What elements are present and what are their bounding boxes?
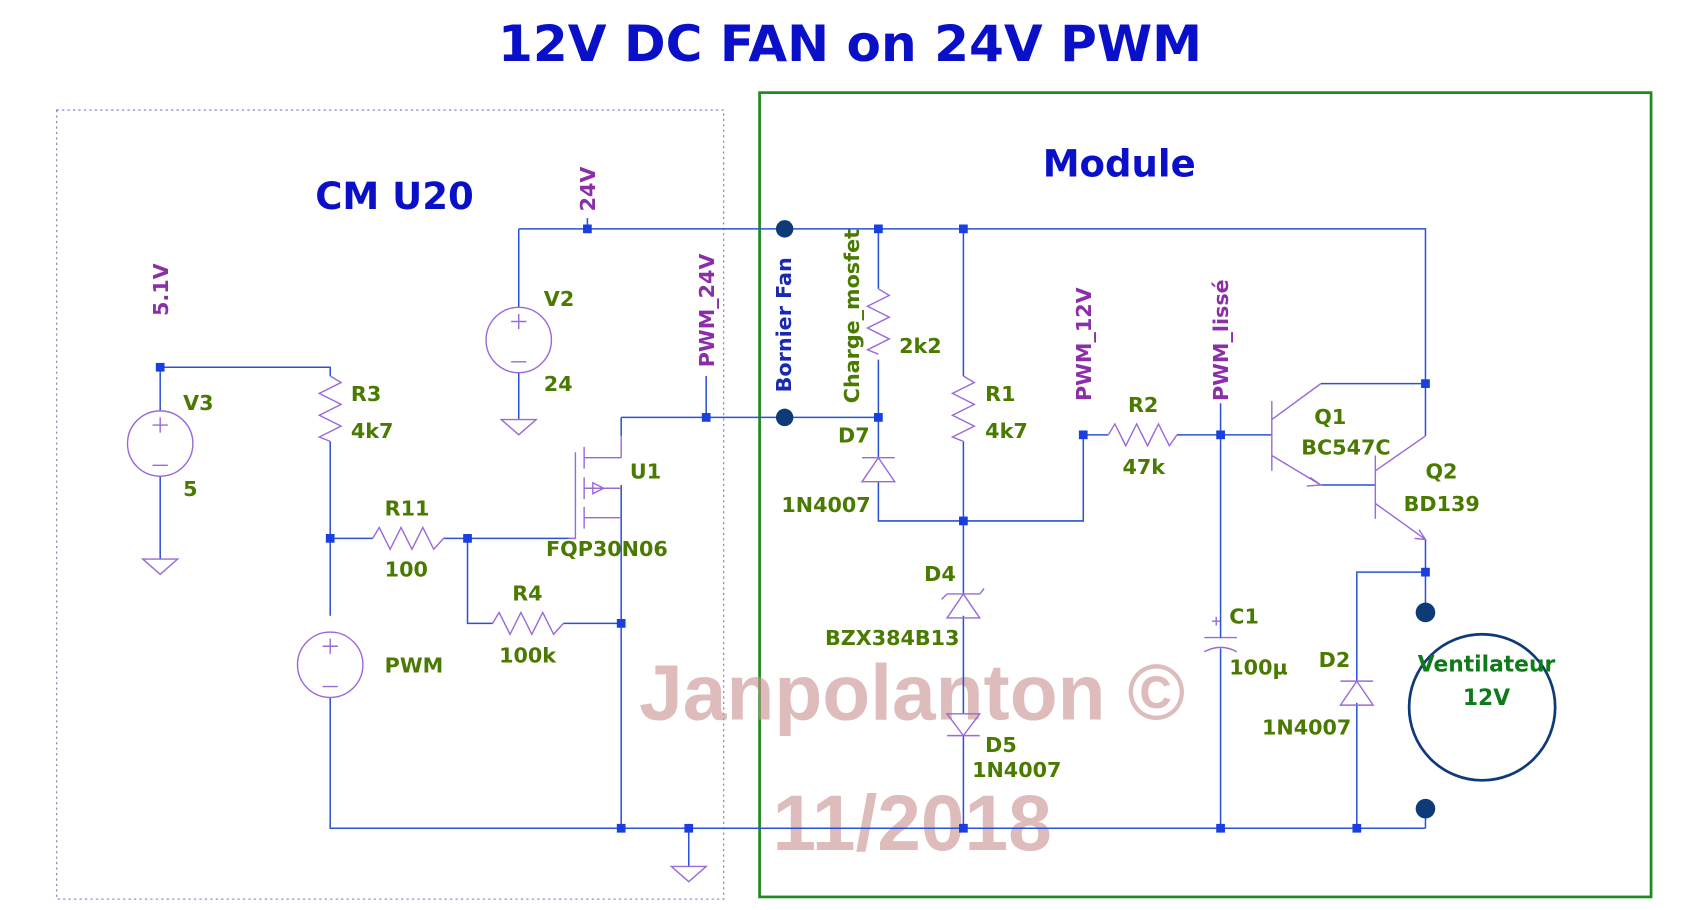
voltage-source-icon: [485, 306, 553, 374]
resistor-r2-icon: [1107, 422, 1178, 448]
value-d4: BZX384B13: [825, 626, 959, 650]
value-q1: BC547C: [1301, 435, 1390, 459]
label-v3: V3: [183, 391, 213, 415]
net-label-pwm24v: PWM_24V: [695, 254, 719, 368]
bornier-terminal-24v: [775, 220, 794, 238]
watermark-date: 11/2018: [773, 779, 1052, 867]
value-d5: 1N4007: [972, 758, 1061, 782]
value-c1: 100µ: [1229, 656, 1287, 680]
value-v3: 5: [183, 477, 197, 501]
label-r3: R3: [351, 382, 381, 406]
label-q2: Q2: [1425, 459, 1457, 483]
value-r11: 100: [385, 558, 428, 582]
ground-icon: [140, 558, 180, 576]
block-module: [758, 91, 1653, 899]
label-d2: D2: [1319, 648, 1351, 672]
net-label-charge-mosfet: Charge_mosfet: [840, 229, 864, 403]
block-label-module: Module: [1043, 143, 1196, 186]
value-u1: FQP30N06: [546, 537, 668, 561]
net-label-bornier-fan: Bornier Fan: [772, 257, 796, 392]
resistor-r3-icon: [317, 375, 343, 443]
block-cm-u20: [56, 109, 725, 900]
block-label-cm-u20: CM U20: [315, 175, 474, 218]
value-fan: 12V: [1463, 686, 1510, 711]
value-d2: 1N4007: [1262, 716, 1351, 740]
label-r2: R2: [1128, 393, 1158, 417]
label-d4: D4: [924, 562, 956, 586]
ground-icon: [499, 418, 539, 436]
label-q1: Q1: [1314, 405, 1346, 429]
value-r4: 100k: [499, 644, 557, 668]
page-title: 12V DC FAN on 24V PWM: [498, 14, 1202, 73]
zener-d4-icon: [941, 588, 985, 619]
fan-icon: [1407, 632, 1557, 782]
diode-d7-icon: [860, 456, 897, 483]
bornier-terminal-pwm: [775, 408, 794, 427]
label-pwm: PWM: [385, 653, 444, 677]
label-r11: R11: [385, 496, 430, 520]
label-r1: R1: [985, 382, 1015, 406]
net-label-5v1: 5.1V: [149, 263, 173, 316]
fan-terminal-plus: [1415, 602, 1436, 623]
label-fan: Ventilateur: [1418, 652, 1556, 677]
value-d7: 1N4007: [781, 493, 870, 517]
label-d7: D7: [838, 423, 870, 447]
junctions: [155, 224, 1430, 833]
value-r2: 47k: [1123, 455, 1167, 479]
resistor-r4-icon: [491, 610, 564, 636]
ground-icon: [669, 865, 709, 883]
resistor-r1-icon: [950, 375, 976, 443]
mosfet-icon: [568, 435, 622, 540]
net-label-24v: 24V: [576, 167, 600, 212]
fan-terminal-minus: [1415, 798, 1436, 819]
diode-d2-icon: [1339, 679, 1375, 706]
watermark-author: Janpolanton ©: [639, 648, 1185, 736]
value-q2: BD139: [1404, 492, 1480, 516]
label-r4: R4: [512, 581, 542, 605]
value-2k2: 2k2: [899, 334, 942, 358]
label-u1: U1: [630, 459, 661, 483]
label-c1: C1: [1229, 604, 1259, 628]
label-d5: D5: [985, 733, 1017, 757]
voltage-source-icon: [296, 631, 364, 699]
resistor-2k2-icon: [865, 288, 891, 355]
value-r3: 4k7: [351, 419, 394, 443]
transistor-q1-icon: [1271, 383, 1323, 487]
value-v2: 24: [544, 372, 573, 396]
resistor-r11-icon: [372, 525, 445, 551]
capacitor-c1-icon: [1203, 615, 1238, 654]
net-label-pwm12v: PWM_12V: [1072, 287, 1096, 401]
voltage-source-icon: [126, 410, 194, 477]
diode-d5-icon: [945, 713, 982, 737]
net-label-pwm-lisse: PWM_lissé: [1209, 279, 1233, 401]
transistor-q2-icon: [1374, 435, 1427, 541]
label-v2: V2: [544, 287, 574, 311]
value-r1: 4k7: [985, 419, 1028, 443]
